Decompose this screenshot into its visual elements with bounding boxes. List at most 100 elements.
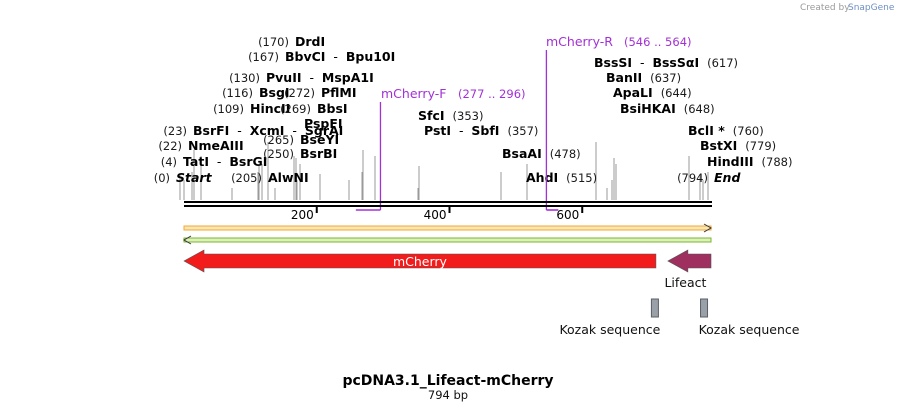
site-bsrfi-xcmi-sgrai[interactable]: BsrFI - XcmI - SgrAI (23): [163, 123, 343, 138]
site-label: HincII: [250, 101, 290, 116]
site-label: ApaLI: [613, 85, 653, 100]
site-position: (269): [280, 102, 311, 116]
site-label: HindIII: [707, 154, 754, 169]
feature-kozak-sequence[interactable]: Kozak sequence: [699, 298, 800, 337]
site-sfci[interactable]: SfcI(353): [418, 108, 483, 123]
site-bsihkai[interactable]: BsiHKAI(648): [620, 101, 715, 116]
site-label: BstXI: [700, 138, 737, 153]
site-apali[interactable]: ApaLI (644): [613, 85, 692, 100]
site-psti-sbfi[interactable]: PstI - SbfI(357): [424, 123, 538, 138]
created-by-text: Created by: [800, 3, 850, 13]
site-label: DrdI: [295, 34, 325, 49]
site-bsgi[interactable]: BsgI(116): [222, 85, 290, 100]
feature-arrow: [667, 249, 712, 273]
site-bseyi[interactable]: BseYI(265): [263, 132, 339, 147]
site-enzyme-name: BclI *: [688, 123, 725, 138]
feature-label: Kozak sequence: [699, 322, 800, 337]
primer-range: (546 .. 564): [624, 35, 692, 49]
feature-lifeact[interactable]: Lifeact: [664, 249, 712, 290]
site-enzyme-name: BsrBI: [300, 146, 337, 161]
site-position: (205): [231, 171, 262, 185]
primer-mcherry-r[interactable]: mCherry-R (546 .. 564): [545, 34, 692, 211]
site-enzyme-name: Start: [176, 170, 213, 185]
site-position: (357): [507, 124, 538, 138]
site-position: (617): [707, 56, 738, 70]
site-enzyme-name: ApaLI: [613, 85, 653, 100]
site-name-separator: -: [229, 123, 249, 138]
site-enzyme-name: BbvCI: [285, 49, 325, 64]
strand-arrows: [182, 223, 713, 245]
primer-name: mCherry-R: [546, 34, 613, 49]
site-enzyme-name: BsaAI: [502, 146, 542, 161]
site-label: BanII: [606, 70, 642, 85]
site-bcli[interactable]: BclI * (760): [688, 123, 764, 138]
site-position: (515): [566, 171, 597, 185]
site-bsssi-bsss-i[interactable]: BssSI - BssSαI(617): [594, 55, 738, 70]
site-position: (272): [284, 86, 315, 100]
site-label: BsaAI: [502, 146, 542, 161]
site-bsaai[interactable]: BsaAI(478): [502, 146, 581, 161]
site-position: (644): [661, 86, 692, 100]
site-enzyme-name: SgrAI: [305, 123, 343, 138]
site-bbvci-bpu10i[interactable]: BbvCI - Bpu10I (167): [248, 49, 395, 64]
site-cut-lines: [179, 142, 709, 200]
feature-label: mCherry: [393, 254, 448, 269]
site-ahdi[interactable]: AhdI(515): [526, 170, 597, 185]
site-enzyme-name: BsrFI: [193, 123, 229, 138]
site-position: (23): [163, 124, 187, 138]
feature-box: [650, 298, 659, 318]
site-bbsi[interactable]: BbsI (269): [280, 101, 348, 116]
snapgene-brand: SnapGene: [848, 3, 895, 13]
site-position: (109): [213, 102, 244, 116]
site-label: BsrFI - XcmI - SgrAI: [193, 123, 343, 138]
site-enzyme-name: PflMI: [321, 85, 357, 100]
site-position: (648): [684, 102, 715, 116]
site-banii[interactable]: BanII (637): [606, 70, 681, 85]
site-position: (637): [650, 71, 681, 85]
site-position: (130): [229, 71, 260, 85]
site-label: BbsI: [317, 101, 348, 116]
site-name-separator: -: [325, 49, 345, 64]
site-alwni[interactable]: AlwNI(205): [231, 170, 309, 185]
site-label: NmeAIII: [188, 138, 244, 153]
site-pflmi[interactable]: PflMI (272): [284, 85, 356, 100]
site-enzyme-name: BsgI: [259, 85, 290, 100]
site-position: (760): [733, 124, 764, 138]
site-enzyme-name: BssSI: [594, 55, 632, 70]
site-label: BbvCI - Bpu10I: [285, 49, 395, 64]
site-name-separator: -: [209, 154, 229, 169]
site-hincii[interactable]: HincII (109): [213, 101, 290, 116]
site-tati-bsrgi[interactable]: TatI - BsrGI(4): [161, 154, 268, 169]
site-enzyme-name: SbfI: [471, 123, 499, 138]
site-drdi[interactable]: DrdI(170): [258, 34, 325, 49]
site-hindiii[interactable]: HindIII(788): [707, 154, 792, 169]
map-length: 794 bp: [428, 388, 468, 402]
ruler-tick-label: 200: [291, 208, 314, 222]
site-enzyme-name: Bpu10I: [346, 49, 395, 64]
site-enzyme-name: BseYI: [300, 132, 339, 147]
sequence-backbone: [184, 201, 712, 207]
site-pvuii-mspa1i[interactable]: PvuII - MspA1I(130): [229, 70, 374, 85]
primer-mcherry-f[interactable]: mCherry-F(277 .. 296): [355, 86, 526, 211]
site-enzyme-name: BssSαI: [652, 55, 699, 70]
site-enzyme-name: MspA1I: [322, 70, 374, 85]
site-label: PspFI: [304, 116, 343, 131]
site-enzyme-name: DrdI: [295, 34, 325, 49]
site-pspfi[interactable]: PspFI: [304, 116, 343, 131]
feature-kozak-sequence[interactable]: Kozak sequence: [559, 298, 661, 337]
site-bsrbi[interactable]: BsrBI(250): [263, 146, 337, 161]
site-label: End: [714, 170, 741, 185]
site-position: (167): [248, 50, 279, 64]
site-start[interactable]: Start(0): [154, 170, 213, 185]
site-bstxi[interactable]: BstXI (779): [700, 138, 776, 153]
site-position: (779): [745, 139, 776, 153]
reverse-strand-arrow: [183, 237, 712, 243]
site-enzyme-name: PstI: [424, 123, 451, 138]
site-name-separator: -: [284, 123, 304, 138]
feature-mcherry[interactable]: mCherry: [183, 249, 657, 273]
site-nmeaiii[interactable]: NmeAIII(22): [158, 138, 243, 153]
site-enzyme-name: XcmI: [250, 123, 285, 138]
site-end[interactable]: End(794): [677, 170, 741, 185]
